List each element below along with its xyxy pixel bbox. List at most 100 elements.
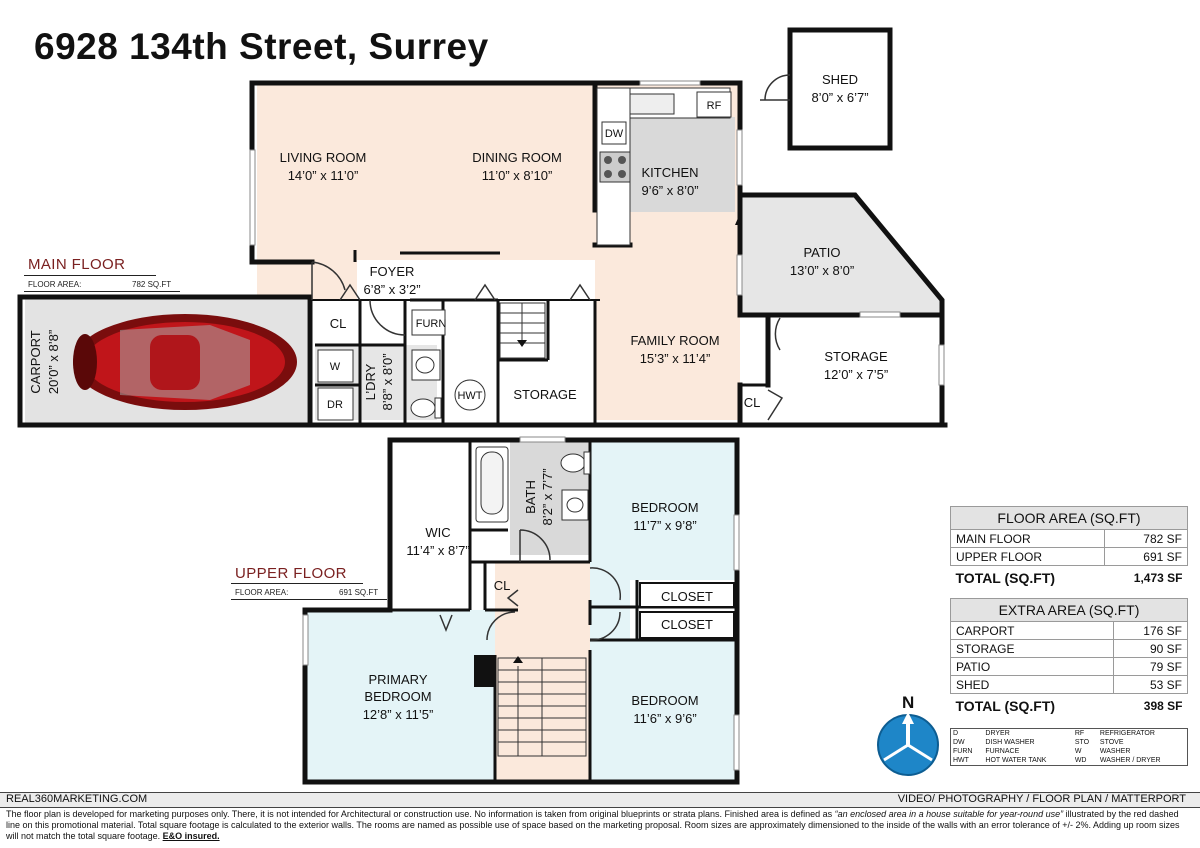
car-icon — [73, 314, 297, 410]
kitchen-area — [630, 117, 735, 212]
closet1-name: CLOSET — [661, 589, 713, 604]
abbreviation-legend: D DRYER RF REFRIGERATOR DW DISH WASHER STO STO… — [950, 728, 1188, 766]
carport-dims: 20’0” x 8’8” — [46, 330, 61, 394]
main-floor-area-value: 782 SQ.FT — [132, 280, 172, 289]
kitchen-name: KITCHEN — [641, 165, 698, 180]
main-floor-area-label: FLOOR AREA: — [28, 280, 82, 289]
floor-area-total-label: TOTAL (SQ.FT) — [955, 570, 1056, 586]
footer-bar — [0, 792, 1200, 808]
extra-area-total-value: 398 SF — [1143, 699, 1183, 713]
storage-small-name: STORAGE — [513, 387, 577, 402]
living-dining-area — [257, 85, 595, 260]
hwt-label: HWT — [457, 390, 482, 402]
patio-area — [740, 195, 942, 315]
disclaimer-text-2: illustrated by the red dashed line on th… — [6, 809, 1180, 841]
family-room-dims: 15’3” x 11’4” — [640, 351, 711, 366]
family-room-name: FAMILY ROOM — [630, 333, 719, 348]
closet-main-label: CL — [330, 316, 347, 331]
upper-floor-area-value: 691 SQ.FT — [339, 588, 379, 597]
website-link[interactable]: REAL360MARKETING.COM — [6, 793, 148, 805]
legend-abbr: D — [953, 730, 959, 737]
north-label: N — [902, 693, 915, 712]
shed-dims: 8’0” x 6’7” — [811, 90, 868, 105]
legend-abbr: WD — [1074, 757, 1087, 764]
north-compass-icon — [877, 712, 939, 776]
bedroom2-dims: 11’6” x 9’6” — [633, 711, 696, 726]
legend-abbr: HWT — [953, 757, 969, 764]
extra-area-row-label: STORAGE — [949, 639, 1115, 658]
shed-name: SHED — [822, 72, 858, 87]
extra-area-row-value: 79 SF — [1113, 657, 1188, 676]
primary-name-2: BEDROOM — [364, 689, 431, 704]
extra-area-row-label: PATIO — [949, 657, 1115, 676]
fridge-label: RF — [707, 100, 722, 112]
legend-desc: STOVE — [1099, 739, 1124, 746]
bedroom1-dims: 11’7” x 9’8” — [633, 518, 696, 533]
legend-abbr: W — [1074, 748, 1082, 755]
bedroom2-area — [590, 640, 735, 780]
extra-area-row-label: SHED — [949, 675, 1115, 694]
extra-area-header: EXTRA AREA (SQ.FT) — [950, 598, 1188, 622]
storage-name: STORAGE — [824, 349, 888, 364]
disclaimer: The floor plan is developed for marketin… — [6, 809, 1194, 842]
bedroom2-name: BEDROOM — [631, 693, 698, 708]
extra-area-row-label: CARPORT — [949, 621, 1115, 640]
living-room-name: LIVING ROOM — [280, 150, 367, 165]
legend-desc: WASHER / DRYER — [1099, 757, 1161, 764]
legend-desc: FURNACE — [985, 748, 1020, 755]
legend-desc: DISH WASHER — [985, 739, 1035, 746]
floor-area-row-value: 691 SF — [1104, 547, 1188, 566]
wic-dims: 11’4” x 8’7” — [406, 543, 469, 558]
bedroom1-area — [590, 440, 735, 580]
carport-name: CARPORT — [28, 330, 43, 393]
washer-label: W — [330, 361, 341, 373]
bath-name: BATH — [523, 480, 538, 514]
extra-area-total-label: TOTAL (SQ.FT) — [955, 698, 1056, 714]
storage-dims: 12’0” x 7’5” — [824, 367, 888, 382]
kitchen-dims: 9’6” x 8’0” — [641, 183, 698, 198]
services-text: VIDEO/ PHOTOGRAPHY / FLOOR PLAN / MATTER… — [897, 793, 1186, 805]
legend-abbr: RF — [1074, 730, 1085, 737]
dining-room-name: DINING ROOM — [472, 150, 562, 165]
legend-abbr: DW — [953, 739, 965, 746]
floor-area-header: FLOOR AREA (SQ.FT) — [950, 506, 1188, 530]
living-room-dims: 14’0” x 11’0” — [288, 168, 359, 183]
primary-name-1: PRIMARY — [369, 672, 428, 687]
floor-area-row-value: 782 SF — [1104, 529, 1188, 548]
disclaimer-bold: E&O insured. — [162, 831, 220, 841]
laundry-dims: 8’8” x 8’0” — [380, 353, 395, 410]
furnace-label: FURN — [416, 318, 447, 330]
bedroom1-name: BEDROOM — [631, 500, 698, 515]
legend-desc: DRYER — [985, 730, 1010, 737]
disclaimer-text-1: The floor plan is developed for marketin… — [6, 809, 835, 819]
patio-dims: 13’0” x 8’0” — [790, 263, 854, 278]
primary-bedroom-area — [305, 610, 495, 780]
disclaimer-quote: “an enclosed area in a house suitable fo… — [834, 809, 1064, 819]
upper-floor-label: UPPER FLOOR — [235, 565, 347, 582]
legend-desc: WASHER — [1099, 748, 1131, 755]
dishwasher-label: DW — [605, 128, 624, 140]
primary-dims: 12’8” x 11’5” — [363, 707, 434, 722]
foyer-name: FOYER — [370, 264, 415, 279]
extra-area-row-value: 176 SF — [1113, 621, 1188, 640]
closet2-name: CLOSET — [661, 617, 713, 632]
legend-abbr: FURN — [953, 748, 973, 755]
floor-area-row-label: UPPER FLOOR — [949, 547, 1106, 566]
floor-area-row-label: MAIN FLOOR — [949, 529, 1106, 548]
main-floor-label: MAIN FLOOR — [28, 256, 126, 273]
extra-area-row-value: 90 SF — [1113, 639, 1188, 658]
legend-abbr: STO — [1074, 739, 1090, 746]
closet-upper-label: CL — [494, 578, 511, 593]
legend-desc: REFRIGERATOR — [1099, 730, 1155, 737]
patio-name: PATIO — [803, 245, 840, 260]
wic-name: WIC — [425, 525, 450, 540]
foyer-dims: 6’8” x 3’2” — [363, 282, 420, 297]
laundry-name: L’DRY — [363, 363, 378, 400]
bath-dims: 8’2” x 7’7” — [540, 468, 555, 525]
floor-area-total-value: 1,473 SF — [1133, 571, 1183, 585]
page-title: 6928 134th Street, Surrey — [34, 26, 489, 67]
closet-storage-label: CL — [744, 395, 761, 410]
